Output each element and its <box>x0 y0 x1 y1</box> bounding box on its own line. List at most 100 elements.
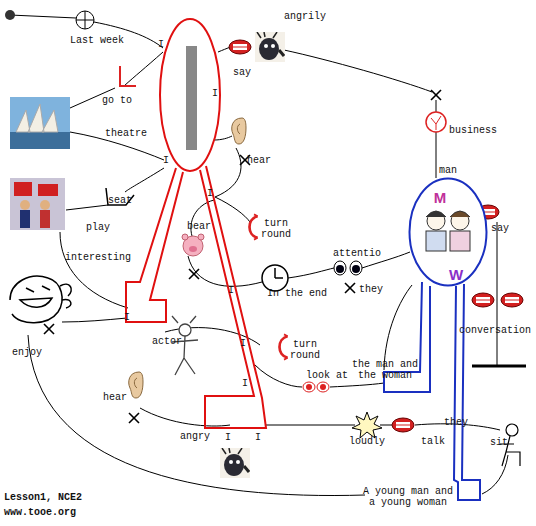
connector-line <box>255 365 302 387</box>
eyes-symbol <box>320 384 326 390</box>
connector-line <box>125 168 164 192</box>
text-label: I <box>124 312 130 323</box>
connector-line <box>215 197 250 222</box>
clock-symbol <box>262 265 288 291</box>
node-letter: W <box>449 266 463 283</box>
time-circle <box>76 20 94 21</box>
connector-line <box>330 383 384 387</box>
couple-figure <box>384 282 480 500</box>
connector-line <box>10 15 76 18</box>
speaker-figure <box>160 19 220 171</box>
connector-line <box>497 222 498 366</box>
eyes-symbol <box>336 265 344 273</box>
text-label: bear <box>187 221 211 232</box>
conversation-bar <box>472 365 526 368</box>
cross-mark <box>345 283 355 293</box>
connector-line <box>124 52 163 86</box>
connector-line <box>62 318 127 322</box>
text-label: seat <box>108 195 132 206</box>
mouth-symbol <box>392 418 414 432</box>
connector-line <box>60 232 128 308</box>
cross-mark <box>44 324 54 334</box>
business-symbol <box>426 112 446 132</box>
text-label: turn round <box>287 339 323 361</box>
text-label: I <box>158 39 164 50</box>
text-label: www.tooe.org <box>4 507 76 518</box>
mouth-symbol <box>229 40 251 54</box>
connector-line <box>28 335 365 496</box>
text-label: I <box>228 285 234 296</box>
ear-symbol <box>232 118 246 144</box>
speaker-figure <box>200 166 266 428</box>
text-label: hear <box>247 155 271 166</box>
actor-figure <box>172 316 196 323</box>
clock-symbol <box>262 265 288 291</box>
text-label: business <box>449 125 497 136</box>
text-label: actor <box>152 336 182 347</box>
connector-line <box>288 268 334 278</box>
text-label: Lesson1, NCE2 <box>4 492 82 503</box>
text-label: I <box>212 88 218 99</box>
text-label: I <box>242 378 248 389</box>
cross-mark <box>129 413 139 423</box>
time-circle <box>76 11 94 29</box>
play-picture <box>14 182 32 196</box>
text-label: angry <box>180 431 210 442</box>
connector-line <box>10 15 508 496</box>
go-symbol <box>120 66 136 86</box>
turn-round-arrow <box>250 214 258 239</box>
text-label: theatre <box>105 128 147 139</box>
text-label: I <box>255 432 261 443</box>
play-picture <box>20 200 30 210</box>
play-picture <box>38 184 58 196</box>
bear-symbol <box>198 234 204 240</box>
play-picture <box>20 210 30 228</box>
start-dot <box>5 10 15 20</box>
eyes-symbol <box>334 261 346 275</box>
connector-line <box>214 136 232 140</box>
text-label: Last week <box>70 35 124 46</box>
text-label: loudly <box>349 436 385 447</box>
clock-symbol <box>275 268 283 278</box>
play-picture <box>10 178 65 230</box>
angry-face <box>220 448 250 478</box>
speaker-figure <box>126 19 266 428</box>
figure-bar <box>186 46 197 150</box>
text-label: turn round <box>258 218 294 240</box>
text-label: angrily <box>284 11 326 22</box>
opera-house-picture <box>10 132 70 149</box>
actor-figure <box>179 324 191 336</box>
text-label: attentio <box>333 248 381 259</box>
text-label: the man and the woman <box>350 359 420 381</box>
seat-symbol <box>106 188 134 205</box>
opera-house-picture <box>10 97 70 149</box>
text-label: I <box>225 432 231 443</box>
text-label: look at <box>306 370 348 381</box>
eyes-symbol <box>334 261 362 275</box>
connector-line <box>482 455 508 494</box>
text-label: enjoy <box>12 347 42 358</box>
laughing-face <box>20 298 52 307</box>
loud-burst <box>352 412 382 438</box>
connector-line <box>66 205 108 210</box>
business-symbol <box>426 112 446 132</box>
time-circle <box>76 11 94 29</box>
ear-symbol <box>129 372 143 398</box>
ellipse-outline <box>410 179 487 286</box>
person-sketch <box>450 211 470 251</box>
text-label: talk <box>421 436 445 447</box>
connector-line <box>436 100 437 112</box>
connector-line <box>384 285 412 370</box>
couple-figure <box>454 284 480 500</box>
connector-line <box>265 425 355 426</box>
text-label: they <box>444 417 468 428</box>
turn-round-arrow <box>280 334 288 359</box>
text-label: go to <box>102 95 132 106</box>
text-label: I <box>240 338 246 349</box>
laughing-face <box>10 276 62 323</box>
person-sketch <box>426 211 446 251</box>
couple-ellipse: MW <box>408 177 488 287</box>
ellipse-outline <box>408 177 488 287</box>
text-label: sit <box>490 437 508 448</box>
